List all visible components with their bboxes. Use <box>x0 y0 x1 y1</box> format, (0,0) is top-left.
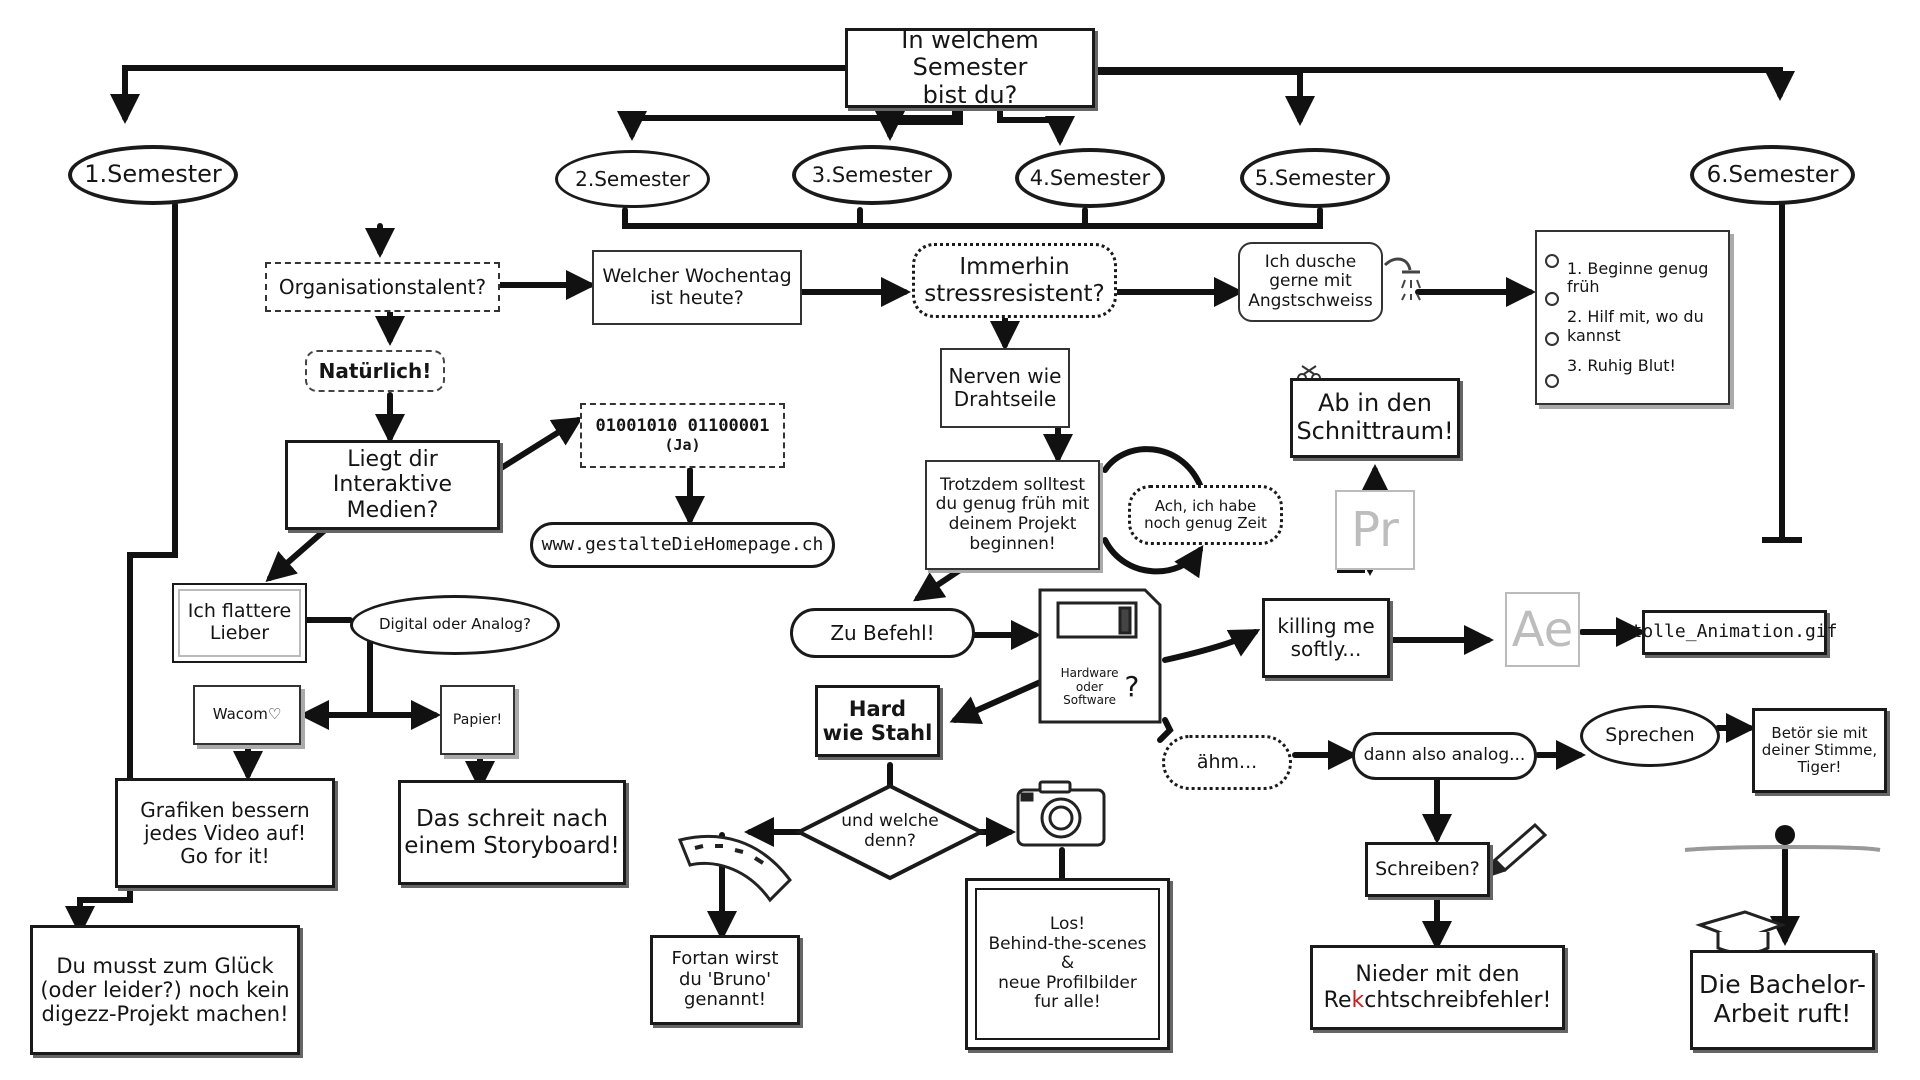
trotzdem-node: Trotzdem solltest du genug früh mit dein… <box>925 460 1100 570</box>
bruno-node: Fortan wirst du 'Bruno' genannt! <box>650 935 800 1025</box>
grafiken-node: Grafiken bessern jedes Video auf! Go for… <box>115 778 335 888</box>
welche-denn-diamond: und welche denn? <box>795 782 985 882</box>
wochentag-node: Welcher Wochentag ist heute? <box>592 250 802 325</box>
flattere-node: Ich flattere Lieber <box>172 583 307 663</box>
binary-node: 01001010 01100001 (Ja) <box>580 403 785 468</box>
rechtschreib-post: chtschreibfehler! <box>1364 987 1552 1013</box>
tip-3: 3. Ruhig Blut! <box>1567 356 1676 376</box>
rechtschreib-node: Nieder mit den Rekchtschreibfehler! <box>1310 945 1565 1030</box>
digital-analog-node: Digital oder Analog? <box>350 595 560 655</box>
hardware-question-mark: ? <box>1124 670 1140 704</box>
aehm-node: ähm... <box>1162 735 1292 790</box>
root-question-line2: bist du? <box>922 80 1018 109</box>
semester-1-node: 1.Semester <box>68 145 238 205</box>
nerven-node: Nerven wie Drahtseile <box>940 348 1070 428</box>
camera-icon <box>1016 780 1106 847</box>
homepage-link[interactable]: www.gestalteDieHomepage.ch <box>530 522 835 568</box>
root-question-line1: In welchem Semester <box>901 25 1039 82</box>
schnittraum-node: Ab in den Schnittraum! <box>1290 378 1460 458</box>
semester-3-node: 3.Semester <box>792 145 952 205</box>
root-question-box: In welchem Semester bist du? <box>845 25 1095 109</box>
hard-stahl-node: Hard wie Stahl <box>815 685 940 757</box>
semester-2-node: 2.Semester <box>555 150 710 208</box>
stressresistent-node: Immerhin stressresistent? <box>912 243 1117 318</box>
hardware-software-label: Hardware oder Software ? <box>1045 655 1155 720</box>
zu-befehl-node: Zu Befehl! <box>790 608 975 658</box>
hardware-software-text: Hardware oder Software <box>1060 665 1119 708</box>
schreiben-node: Schreiben? <box>1365 842 1490 897</box>
animation-gif-node: tolle_Animation.gif <box>1632 610 1837 655</box>
floppy-disk-icon <box>1038 588 1162 724</box>
semester-1-result: Du musst zum Glück (oder leider?) noch k… <box>30 925 300 1055</box>
tip-1: 1. Beginne genug früh <box>1567 258 1709 296</box>
organisationstalent-node: Organisationstalent? <box>265 262 500 312</box>
genug-zeit-node: Ach, ich habe noch genug Zeit <box>1128 485 1283 545</box>
papier-node: Papier! <box>440 685 515 755</box>
killing-softly-node: killing me softly... <box>1262 598 1390 678</box>
after-effects-icon: Ae <box>1505 592 1580 667</box>
semester-6-node: 6.Semester <box>1690 145 1855 205</box>
pencil-icon <box>1487 822 1548 878</box>
interaktive-medien-node: Liegt dir Interaktive Medien? <box>285 440 500 530</box>
binary-code: 01001010 01100001 <box>595 416 770 437</box>
rechtschreib-line1: Nieder mit den <box>1355 962 1520 988</box>
behind-scenes-node: Los! Behind-the-scenes & neue Profilbild… <box>965 878 1170 1050</box>
storyboard-node: Das schreit nach einem Storyboard! <box>398 780 626 885</box>
rechtschreib-red-mark: k <box>1351 987 1365 1013</box>
shower-icon <box>1383 257 1421 301</box>
sprechen-node: Sprechen <box>1580 705 1720 767</box>
graduation-cap-icon <box>1695 910 1787 955</box>
diamond-shape <box>795 783 985 881</box>
welche-denn-label: und welche denn? <box>841 811 939 851</box>
tips-notepad: 1. Beginne genug früh 2. Hilf mit, wo du… <box>1535 230 1730 405</box>
tip-2: 2. Hilf mit, wo du kannst <box>1567 307 1704 345</box>
semester-5-node: 5.Semester <box>1240 148 1390 208</box>
rechtschreib-line2: Rekchtschreibfehler! <box>1324 988 1552 1013</box>
binary-meaning: (Ja) <box>664 435 701 454</box>
dusche-node: Ich dusche gerne mit Angstschweiss <box>1238 242 1383 322</box>
film-strip-icon <box>677 834 792 903</box>
rechtschreib-pre: Re <box>1323 987 1352 1013</box>
wacom-label: Wacom♡ <box>212 705 282 724</box>
dann-analog-node: dann also analog... <box>1352 732 1537 780</box>
wacom-node: Wacom♡ <box>193 685 301 745</box>
semester-4-node: 4.Semester <box>1015 148 1165 208</box>
bachelor-node: Die Bachelor- Arbeit ruft! <box>1690 950 1875 1050</box>
premiere-icon: Pr <box>1335 490 1415 570</box>
natuerlich-burst: Natürlich! <box>305 350 445 392</box>
betoer-node: Betör sie mit deiner Stimme, Tiger! <box>1752 708 1887 793</box>
